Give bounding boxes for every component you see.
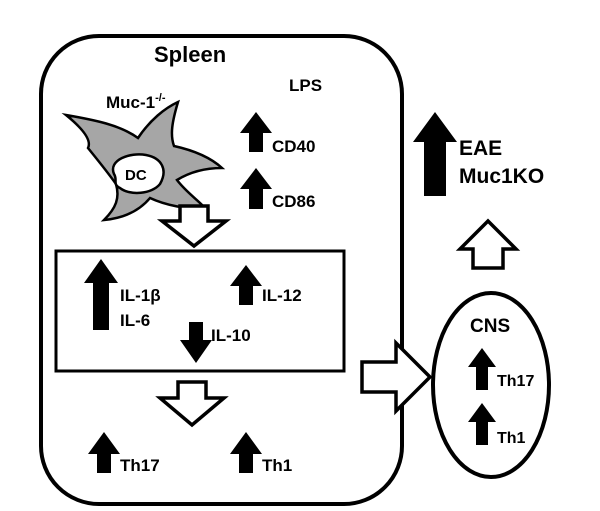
spleen-th17-label: Th17 [120,456,160,475]
il10-down-arrow [180,322,212,363]
il1b-label: IL-1β [120,286,161,305]
il10-label: IL-10 [211,326,251,345]
muc1-label-superscript: -/- [155,92,166,104]
cns-th17-up-arrow [468,348,496,390]
cd40-up-arrow [240,112,272,152]
spleen-th1-label: Th1 [262,456,292,475]
hollow-up-arrow [455,218,521,270]
cns-title: CNS [470,316,510,337]
eae-label: EAE [459,137,502,160]
cytokine-box [54,249,346,373]
muc1-label-text: Muc-1 [106,93,155,112]
cns-th1-label: Th1 [497,430,526,447]
cns-ellipse [431,291,551,479]
hollow-down-arrow-bottom [155,380,229,428]
lps-label: LPS [289,76,322,95]
hollow-right-arrow [360,338,433,416]
spleen-title: Spleen [154,42,226,67]
cd86-up-arrow [240,168,272,209]
il6-label: IL-6 [120,311,150,330]
spleen-box [39,34,404,506]
cd86-label: CD86 [272,192,315,211]
cd40-label: CD40 [272,137,315,156]
cns-th1-up-arrow [468,403,496,445]
cns-th17-label: Th17 [497,373,534,390]
il12-up-arrow [230,265,262,305]
dc-label: DC [125,167,147,184]
il12-label: IL-12 [262,286,302,305]
spleen-th1-up-arrow [230,432,262,473]
eae-up-arrow [413,112,457,196]
il1b-il6-up-arrow [84,259,118,330]
spleen-th17-up-arrow [88,432,120,473]
dc-nucleus [111,153,165,195]
muc1ko-label: Muc1KO [459,165,544,188]
hollow-down-arrow-top [156,204,232,249]
muc1-label: Muc-1-/- [106,92,166,112]
